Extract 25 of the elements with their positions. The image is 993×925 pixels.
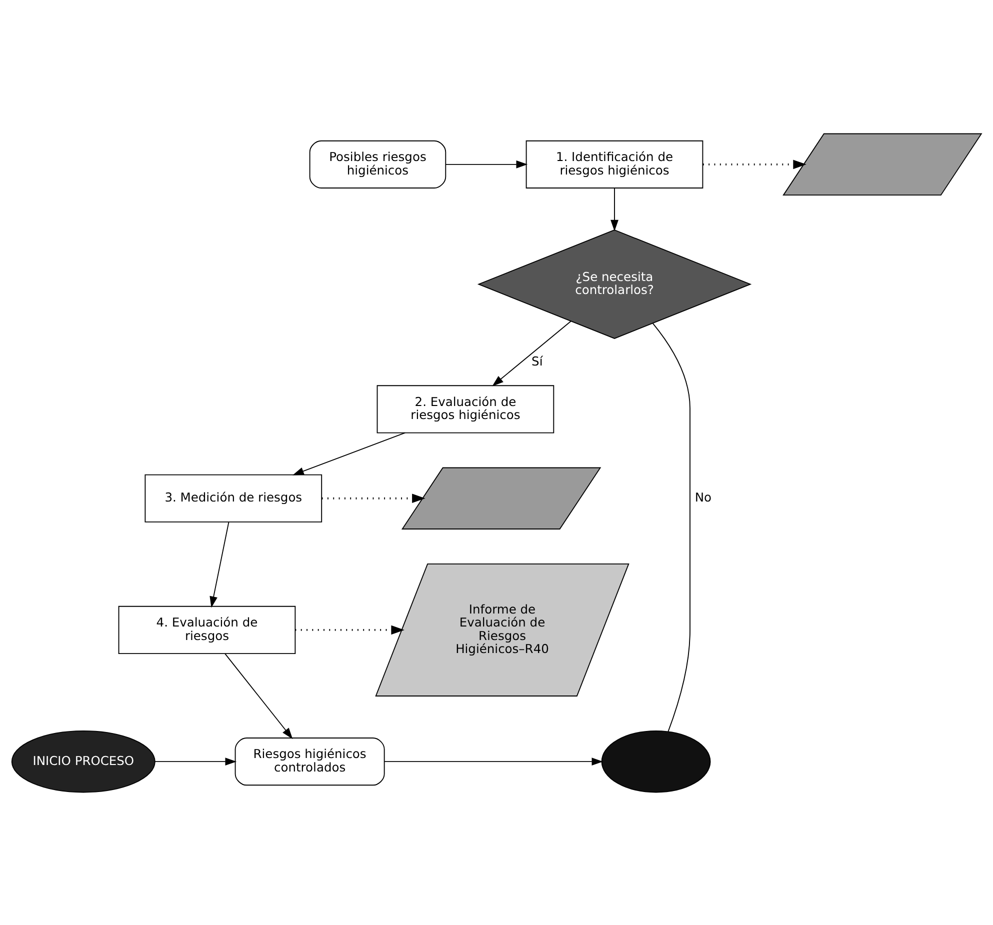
arrow bbox=[702, 159, 806, 169]
node-box: 1. Identificación de riesgos higiénicos bbox=[526, 140, 704, 188]
arrow bbox=[445, 160, 528, 168]
node-box: 2. Evaluación de riesgos higiénicos bbox=[376, 384, 554, 433]
node-box: 3. Medición de riesgos bbox=[144, 474, 322, 522]
arrow bbox=[295, 624, 404, 634]
node-box: Riesgos higiénicos controlados bbox=[234, 737, 385, 786]
node-parallelogram bbox=[401, 466, 602, 529]
arrow bbox=[154, 757, 237, 766]
node-parallelogram bbox=[782, 132, 982, 196]
node-box: 4. Evaluación de riesgos bbox=[118, 605, 296, 654]
arrow bbox=[210, 521, 230, 608]
arrow bbox=[322, 493, 426, 502]
node-ellipse: INICIO PROCESO bbox=[11, 730, 156, 792]
edge-label: Sí bbox=[532, 354, 543, 368]
node-box: Posibles riesgos higiénicos bbox=[309, 140, 446, 188]
arrow bbox=[610, 187, 618, 231]
arrow bbox=[224, 652, 293, 739]
node-ellipse bbox=[601, 730, 711, 792]
edge-label: No bbox=[694, 490, 712, 504]
arrow bbox=[292, 432, 406, 475]
arrow bbox=[384, 757, 604, 766]
arrow bbox=[492, 320, 572, 386]
node-diamond: ¿Se necesita controlarlos? bbox=[477, 228, 752, 338]
connector bbox=[652, 322, 690, 732]
